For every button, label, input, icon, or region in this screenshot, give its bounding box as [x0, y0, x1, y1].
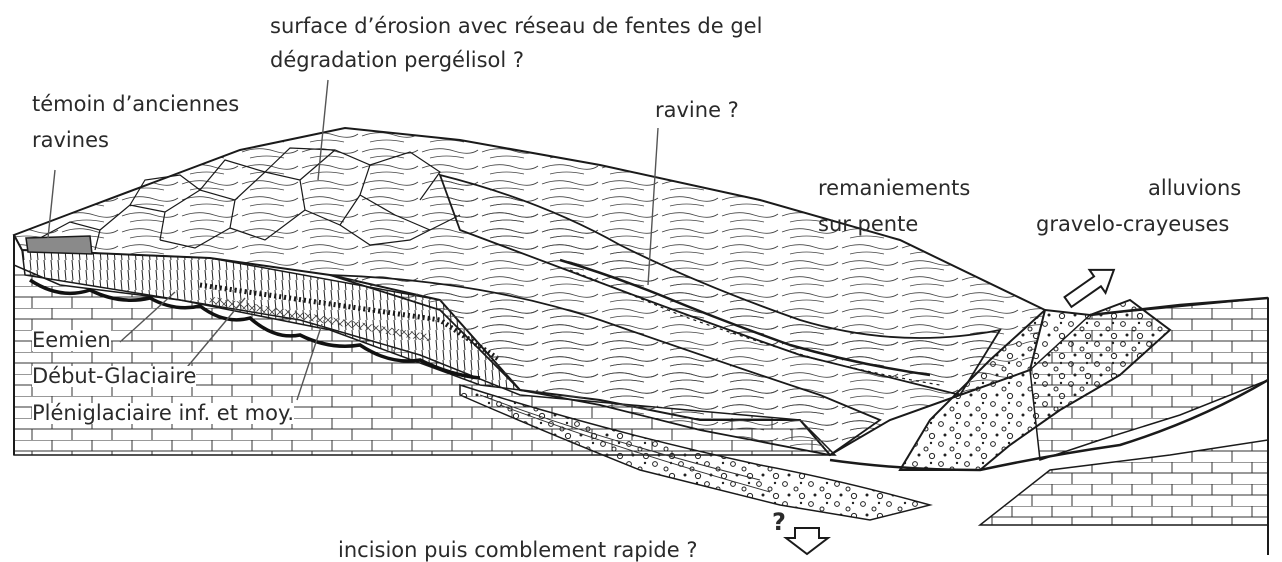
label-old-ravines-line1: témoin d’anciennes [32, 94, 239, 115]
label-pleniglacial: Pléniglaciaire inf. et moy. [32, 403, 294, 424]
label-early-glacial: Début-Glaciaire [32, 366, 196, 387]
label-eemien: Eemien [32, 330, 111, 351]
question-mark-glyph: ? [772, 510, 786, 534]
label-slope-reworking-line1: remaniements [818, 178, 970, 199]
label-slope-reworking-line2: sur pente [818, 214, 918, 235]
label-incision: incision puis comblement rapide ? [338, 540, 698, 561]
down-arrow-icon [786, 528, 828, 554]
label-alluvium-line2: gravelo-crayeuses [1036, 214, 1229, 235]
label-erosion-surface-line2: dégradation pergélisol ? [270, 50, 524, 71]
old-ravine-remnant [26, 236, 92, 254]
label-old-ravines-line2: ravines [32, 130, 109, 151]
label-alluvium-line1: alluvions [1148, 178, 1241, 199]
label-ravine: ravine ? [655, 100, 739, 121]
label-erosion-surface-line1: surface d’érosion avec réseau de fentes … [270, 16, 762, 37]
up-arrow-icon [1060, 258, 1122, 313]
